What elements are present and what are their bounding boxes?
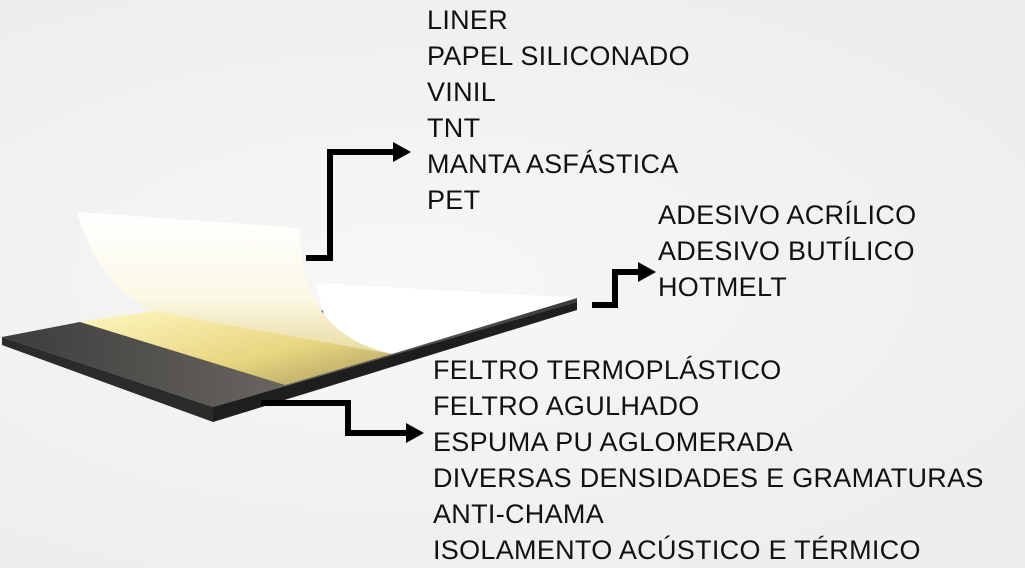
list-item: HOTMELT (658, 272, 788, 302)
list-item: ANTI-CHAMA (433, 499, 604, 529)
list-item: FELTRO AGULHADO (433, 391, 700, 421)
flat-liner-sheet (316, 283, 577, 354)
list-item: ADESIVO BUTÍLICO (658, 236, 915, 266)
arrow-liner (306, 149, 395, 261)
list-item: ESPUMA PU AGLOMERADA (433, 427, 794, 457)
list-item: ADESIVO ACRÍLICO (658, 200, 917, 230)
adhesive-options-list: ADESIVO ACRÍLICO ADESIVO BUTÍLICO HOTMEL… (658, 197, 916, 305)
list-item: LINER (427, 5, 509, 35)
list-item: FELTRO TERMOPLÁSTICO (433, 355, 782, 385)
curled-liner-sheet (77, 212, 392, 354)
arrowhead-liner (393, 142, 411, 162)
list-item: PAPEL SILICONADO (427, 41, 690, 71)
arrow-substrate (261, 400, 408, 436)
arrowhead-substrate (406, 423, 424, 443)
list-item: DIVERSAS DENSIDADES E GRAMATURAS (433, 463, 984, 493)
list-item: ISOLAMENTO ACÚSTICO E TÉRMICO (433, 535, 921, 565)
liner-options-list: LINER PAPEL SILICONADO VINIL TNT MANTA A… (427, 2, 690, 218)
list-item: MANTA ASFÁSTICA (427, 149, 679, 179)
list-item: TNT (427, 113, 481, 143)
arrow-adhesive (592, 269, 640, 308)
list-item: PET (427, 185, 481, 215)
list-item: VINIL (427, 77, 497, 107)
arrowhead-adhesive (638, 262, 656, 282)
substrate-options-list: FELTRO TERMOPLÁSTICO FELTRO AGULHADO ESP… (433, 352, 984, 568)
adhesive-layer (80, 310, 392, 385)
